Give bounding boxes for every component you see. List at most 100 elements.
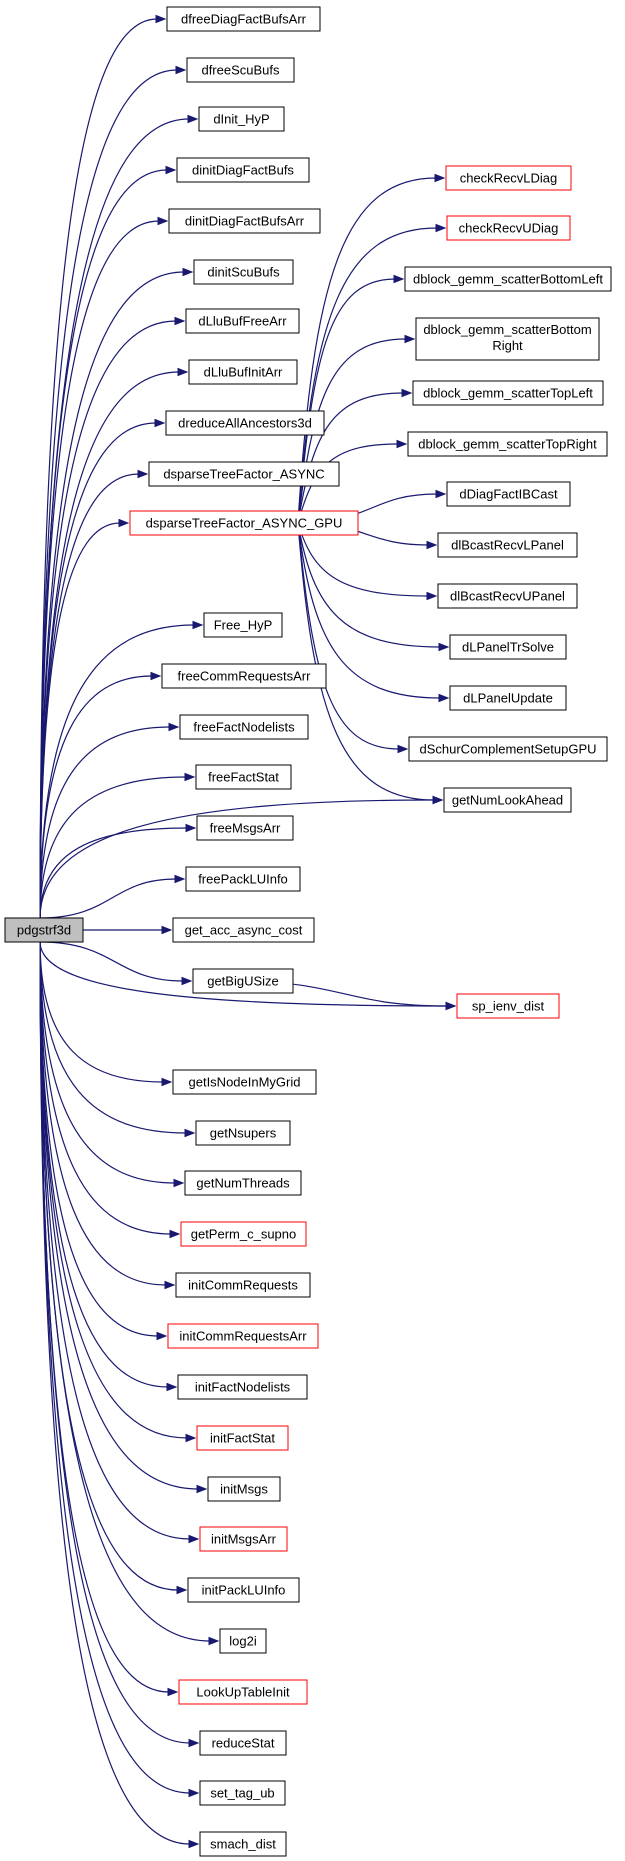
- edge-pdgstrf3d-to-dsparse-tree-factor-async: [39, 469, 149, 919]
- edge-pdgstrf3d-to-dinit-diag-fact-bufs: [39, 165, 177, 919]
- edge-line: [297, 392, 404, 524]
- node-sp-ienv-dist[interactable]: sp_ienv_dist: [456, 993, 560, 1019]
- node-get-num-threads[interactable]: getNumThreads: [184, 1170, 302, 1196]
- node-free-msgs-arr[interactable]: freeMsgsArr: [196, 815, 294, 841]
- node-box: [193, 259, 294, 285]
- node-dl-bcast-recv-upanel[interactable]: dlBcastRecvUPanel: [437, 583, 578, 609]
- arrowhead-icon: [185, 823, 197, 833]
- node-reduce-stat[interactable]: reduceStat: [199, 1730, 287, 1756]
- node-d-diag-fact-ibcast[interactable]: dDiagFactIBCast: [446, 481, 571, 507]
- node-check-recv-ldiag[interactable]: checkRecvLDiag: [445, 165, 572, 191]
- node-dinit-diag-fact-bufs-arr[interactable]: dinitDiagFactBufsArr: [168, 208, 321, 234]
- arrowhead-icon: [426, 591, 438, 601]
- edge-pdgstrf3d-to-free-fact-nodelists: [39, 722, 180, 919]
- edge-line: [39, 941, 172, 1235]
- edge-pdgstrf3d-to-smach-dist: [39, 941, 200, 1849]
- node-smach-dist[interactable]: smach_dist: [199, 1831, 287, 1857]
- node-dsparse-tree-factor-async-gpu[interactable]: dsparseTreeFactor_ASYNC_GPU: [129, 510, 359, 536]
- node-free-comm-requests-arr[interactable]: freeCommRequestsArr: [161, 663, 327, 689]
- node-dinit-diag-fact-bufs[interactable]: dinitDiagFactBufs: [176, 157, 310, 183]
- arrowhead-icon: [188, 1788, 200, 1798]
- node-d-init-hy-p[interactable]: dInit_HyP: [198, 106, 285, 132]
- node-box: [196, 815, 294, 841]
- node-dsparse-tree-factor-async[interactable]: dsparseTreeFactor_ASYNC: [148, 461, 340, 487]
- node-dfree-diag-fact-bufs-arr[interactable]: dfreeDiagFactBufsArr: [166, 6, 321, 32]
- edge-pdgstrf3d-to-dfree-scu-bufs: [39, 65, 187, 919]
- arrowhead-icon: [404, 334, 416, 344]
- arrowhead-icon: [184, 1128, 196, 1138]
- arrowhead-icon: [161, 925, 173, 935]
- arrowhead-icon: [396, 439, 408, 449]
- node-dreduce-all-ancestors3d[interactable]: dreduceAllAncestors3d: [165, 410, 325, 436]
- node-box: [195, 1120, 291, 1146]
- arrowhead-icon: [181, 976, 193, 986]
- node-init-comm-requests-arr[interactable]: initCommRequestsArr: [167, 1323, 319, 1349]
- edge-pdgstrf3d-to-free-fact-stat: [39, 772, 196, 919]
- node-get-is-node-in-my-grid[interactable]: getIsNodeInMyGrid: [172, 1069, 317, 1095]
- edge-line: [39, 473, 140, 919]
- node-init-fact-nodelists[interactable]: initFactNodelists: [177, 1374, 308, 1400]
- node-get-big-usize[interactable]: getBigUSize: [192, 968, 294, 994]
- node-check-recv-udiag[interactable]: checkRecvUDiag: [446, 215, 571, 241]
- edge-pdgstrf3d-to-init-fact-stat: [39, 941, 197, 1443]
- node-d-lpanel-tr-solve[interactable]: dLPanelTrSolve: [449, 634, 567, 660]
- arrowhead-icon: [157, 216, 169, 226]
- node-box: [161, 663, 327, 689]
- node-look-up-table-init[interactable]: LookUpTableInit: [178, 1679, 308, 1705]
- node-label: dblock_gemm_scatterTopRight: [418, 437, 597, 452]
- node-init-pack-luinfo[interactable]: initPackLUInfo: [187, 1577, 300, 1603]
- node-dl-bcast-recv-lpanel[interactable]: dlBcastRecvLPanel: [437, 532, 578, 558]
- node-box: [178, 1679, 308, 1705]
- node-init-comm-requests[interactable]: initCommRequests: [175, 1272, 311, 1298]
- node-box: [177, 1374, 308, 1400]
- node-box: [207, 1476, 281, 1502]
- node-d-llu-buf-init-arr[interactable]: dLluBufInitArr: [188, 359, 298, 385]
- node-free-fact-nodelists[interactable]: freeFactNodelists: [179, 714, 309, 740]
- edge-pdgstrf3d-to-get-big-usize: [40, 941, 193, 986]
- node-box: [415, 317, 600, 361]
- node-box: [198, 106, 285, 132]
- node-label: freeFactNodelists: [193, 720, 295, 735]
- node-free-fact-stat[interactable]: freeFactStat: [195, 764, 292, 790]
- node-free-pack-luinfo[interactable]: freePackLUInfo: [185, 866, 301, 892]
- node-get-acc-async-cost[interactable]: get_acc_async_cost: [172, 917, 315, 943]
- node-get-perm-c-supno[interactable]: getPerm_c_supno: [180, 1221, 307, 1247]
- node-init-msgs-arr[interactable]: initMsgsArr: [199, 1526, 288, 1552]
- node-label: dsparseTreeFactor_ASYNC: [163, 467, 324, 482]
- node-label: dLPanelTrSolve: [462, 640, 554, 655]
- node-dfree-scu-bufs[interactable]: dfreeScuBufs: [186, 57, 295, 83]
- node-box: [412, 380, 604, 406]
- edge-pdgstrf3d-to-dfree-diag-fact-bufs-arr: [39, 14, 167, 919]
- edge-line: [297, 522, 441, 648]
- node-label: getIsNodeInMyGrid: [189, 1075, 301, 1090]
- edge-pdgstrf3d-to-get-is-node-in-my-grid: [39, 941, 173, 1087]
- arrowhead-icon: [118, 518, 130, 528]
- node-log2i[interactable]: log2i: [219, 1628, 267, 1654]
- node-label: dblock_gemm_scatterBottom: [423, 322, 591, 337]
- node-set-tag-ub[interactable]: set_tag_ub: [199, 1780, 286, 1806]
- node-dblock-gemm-scatter-top-left[interactable]: dblock_gemm_scatterTopLeft: [412, 380, 604, 406]
- node-get-num-look-ahead[interactable]: getNumLookAhead: [443, 787, 572, 813]
- node-dblock-gemm-scatter-bottom-left[interactable]: dblock_gemm_scatterBottomLeft: [404, 266, 612, 292]
- node-box: [196, 1425, 289, 1451]
- node-get-nsupers[interactable]: getNsupers: [195, 1120, 291, 1146]
- edge-line: [39, 799, 435, 919]
- edge-pdgstrf3d-to-dinit-diag-fact-bufs-arr: [39, 216, 169, 919]
- node-dblock-gemm-scatter-top-right[interactable]: dblock_gemm_scatterTopRight: [407, 431, 608, 457]
- node-d-schur-complement-setup-gpu[interactable]: dSchurComplementSetupGPU: [408, 736, 608, 762]
- edge-line: [297, 227, 438, 524]
- node-box: [219, 1628, 267, 1654]
- node-free-hy-p[interactable]: Free_HyP: [203, 612, 283, 638]
- node-d-lpanel-update[interactable]: dLPanelUpdate: [449, 685, 567, 711]
- node-box: [446, 215, 571, 241]
- node-d-llu-buf-free-arr[interactable]: dLluBufFreeArr: [185, 308, 300, 334]
- edge-pdgstrf3d-to-free-msgs-arr: [39, 823, 197, 919]
- node-init-msgs[interactable]: initMsgs: [207, 1476, 281, 1502]
- node-init-fact-stat[interactable]: initFactStat: [196, 1425, 289, 1451]
- node-dinit-scu-bufs[interactable]: dinitScuBufs: [193, 259, 294, 285]
- edge-line: [39, 941, 159, 1337]
- edge-line: [39, 941, 191, 1845]
- node-box: [185, 308, 300, 334]
